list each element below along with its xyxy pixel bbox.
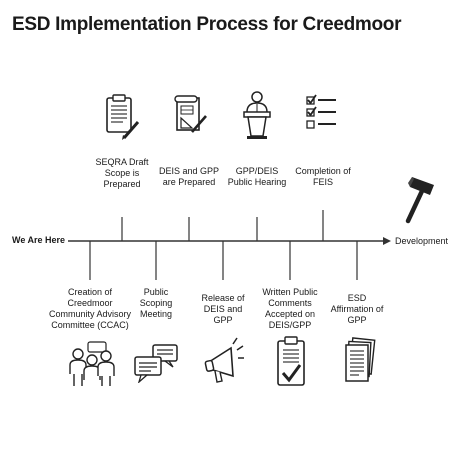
podium-speaker-icon — [243, 91, 271, 139]
start-label: We Are Here — [12, 235, 66, 245]
milestone-top-4-label: Completion of FEIS — [295, 166, 351, 187]
milestone-bottom-3-label: Release of DEIS and GPP — [201, 293, 245, 325]
milestone-top-2-label: DEIS and GPP are Prepared — [158, 166, 220, 187]
page-title: ESD Implementation Process for Creedmoor — [12, 14, 402, 35]
clipboard-check-icon — [277, 336, 305, 386]
milestone-bottom-1-label: Creation of Creedmoor Community Advisory… — [48, 287, 132, 330]
milestone-top-1-label: SEQRA Draft Scope is Prepared — [95, 157, 149, 189]
speech-bubbles-icon — [134, 344, 178, 383]
megaphone-icon — [204, 337, 244, 383]
timeline-arrowhead — [383, 237, 391, 245]
people-group-icon — [69, 341, 115, 386]
hammer-icon — [405, 177, 434, 224]
documents-stack-icon — [345, 337, 376, 382]
blueprint-pen-icon — [174, 95, 207, 133]
milestone-bottom-4-label: Written Public Comments Accepted on DEIS… — [262, 287, 318, 330]
clipboard-pen-icon — [106, 94, 140, 140]
milestone-bottom-2-label: Public Scoping Meeting — [139, 287, 173, 319]
milestone-bottom-5-label: ESD Affirmation of GPP — [330, 293, 384, 325]
end-label: Development — [395, 236, 449, 246]
milestone-top-3-label: GPP/DEIS Public Hearing — [227, 166, 287, 187]
checklist-icon — [306, 94, 336, 129]
